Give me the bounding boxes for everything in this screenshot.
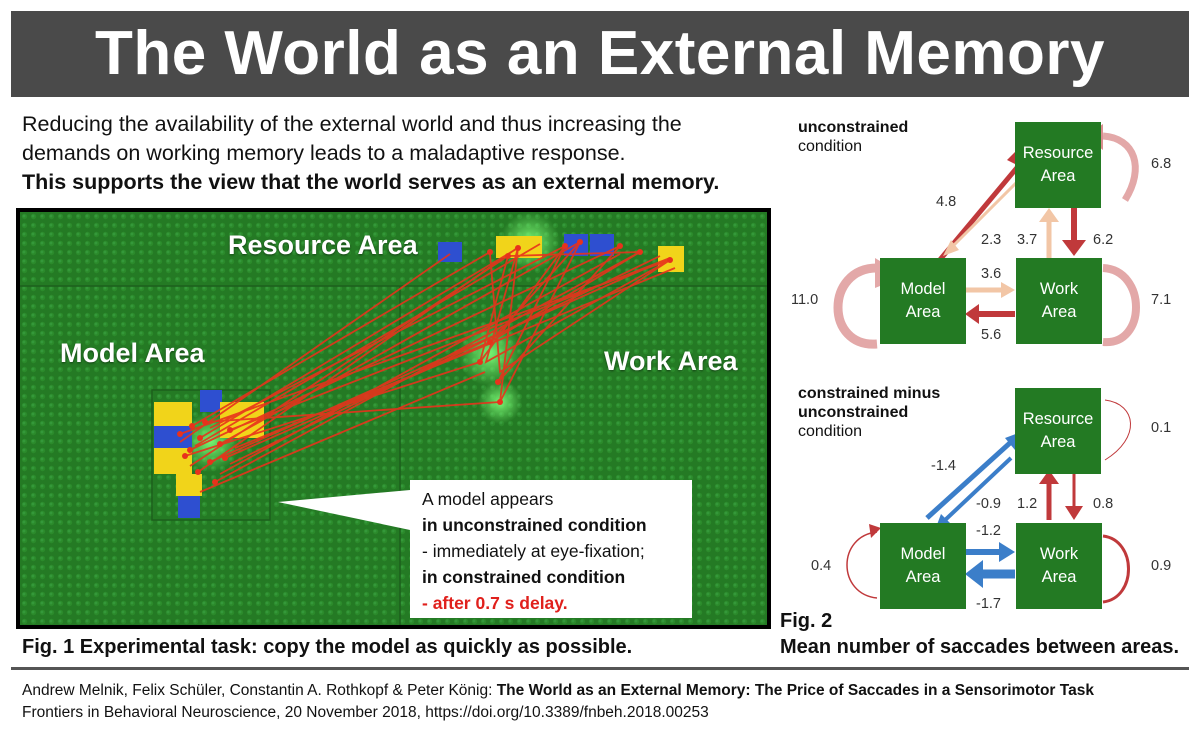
bottom-model-area-box: Model Area (880, 523, 966, 609)
figure-1-experimental-task: Resource Area Model Area Work Area A mod… (16, 208, 771, 629)
bottom-work-area-box: Work Area (1016, 523, 1102, 609)
intro-line-2: demands on working memory leads to a mal… (22, 141, 626, 165)
intro-line-1: Reducing the availability of the externa… (22, 112, 682, 136)
intro-line-3: This supports the view that the world se… (22, 170, 720, 194)
bottom-work-to-model-value: -1.7 (976, 596, 1001, 612)
figure-2-caption: Mean number of saccades between areas. (780, 636, 1180, 658)
bottom-resource-area-box: Resource Area (1015, 388, 1101, 474)
bottom-condition-label: constrained minus unconstrained conditio… (798, 385, 941, 440)
page-title: The World as an External Memory (94, 19, 1106, 88)
top-condition-label: unconstrained condition (798, 119, 909, 155)
figure-2-saccade-diagrams: unconstrained condition Resource Area Mo… (785, 108, 1195, 612)
bottom-work-to-resource-value: 1.2 (1017, 496, 1038, 512)
top-model-to-resource-value: 4.8 (936, 194, 957, 210)
work-area-label: Work Area (604, 346, 738, 376)
callout-box: A model appears in unconstrained conditi… (410, 480, 692, 618)
callout-line-2: in unconstrained condition (422, 515, 647, 535)
bottom-model-self-value: 0.4 (811, 558, 832, 574)
callout-line-5: - after 0.7 s delay. (422, 593, 568, 613)
top-model-area-box: Model Area (880, 258, 966, 344)
callout-line-3: - immediately at eye-fixation; (422, 541, 645, 561)
figure-1-caption: Fig. 1 Experimental task: copy the model… (22, 636, 633, 658)
footer-divider (11, 667, 1189, 670)
top-resource-area-box: Resource Area (1015, 122, 1101, 208)
top-model-to-work-value: 3.6 (981, 266, 1002, 282)
bottom-model-to-resource-value: -1.4 (931, 458, 956, 474)
citation: Andrew Melnik, Felix Schüler, Constantin… (22, 680, 1094, 724)
top-work-to-resource-value: 3.7 (1017, 232, 1038, 248)
bottom-resource-to-work-value: 0.8 (1093, 496, 1114, 512)
resource-area-label: Resource Area (228, 230, 418, 260)
top-resource-to-model-value: 2.3 (981, 232, 1002, 248)
intro-text: Reducing the availability of the externa… (22, 110, 782, 197)
top-work-self-value: 7.1 (1151, 292, 1172, 308)
citation-authors: Andrew Melnik, Felix Schüler, Constantin… (22, 682, 497, 699)
saccade-scanpath (179, 241, 676, 493)
bottom-diagram-arrows (846, 399, 1131, 604)
callout-line-1: A model appears (422, 489, 554, 509)
bottom-work-self-value: 0.9 (1151, 558, 1172, 574)
bottom-model-to-work-value: -1.2 (976, 523, 1001, 539)
callout-pointer (278, 490, 410, 530)
bottom-resource-self-value: 0.1 (1151, 420, 1172, 436)
bottom-resource-to-model-value: -0.9 (976, 496, 1001, 512)
fixation-points (177, 239, 673, 485)
citation-title: The World as an External Memory: The Pri… (496, 682, 1094, 699)
citation-journal: Frontiers in Behavioral Neuroscience, 20… (22, 704, 709, 721)
top-model-self-value: 11.0 (791, 292, 819, 308)
callout-line-4: in constrained condition (422, 567, 626, 587)
top-work-area-box: Work Area (1016, 258, 1102, 344)
title-banner: The World as an External Memory (11, 11, 1189, 97)
top-resource-to-work-value: 6.2 (1093, 232, 1114, 248)
top-resource-self-value: 6.8 (1151, 156, 1172, 172)
model-area-label: Model Area (60, 338, 205, 368)
lego-board-scanpath (20, 212, 767, 625)
figure-2-caption-label: Fig. 2 (780, 610, 833, 632)
top-work-to-model-value: 5.6 (981, 327, 1002, 343)
